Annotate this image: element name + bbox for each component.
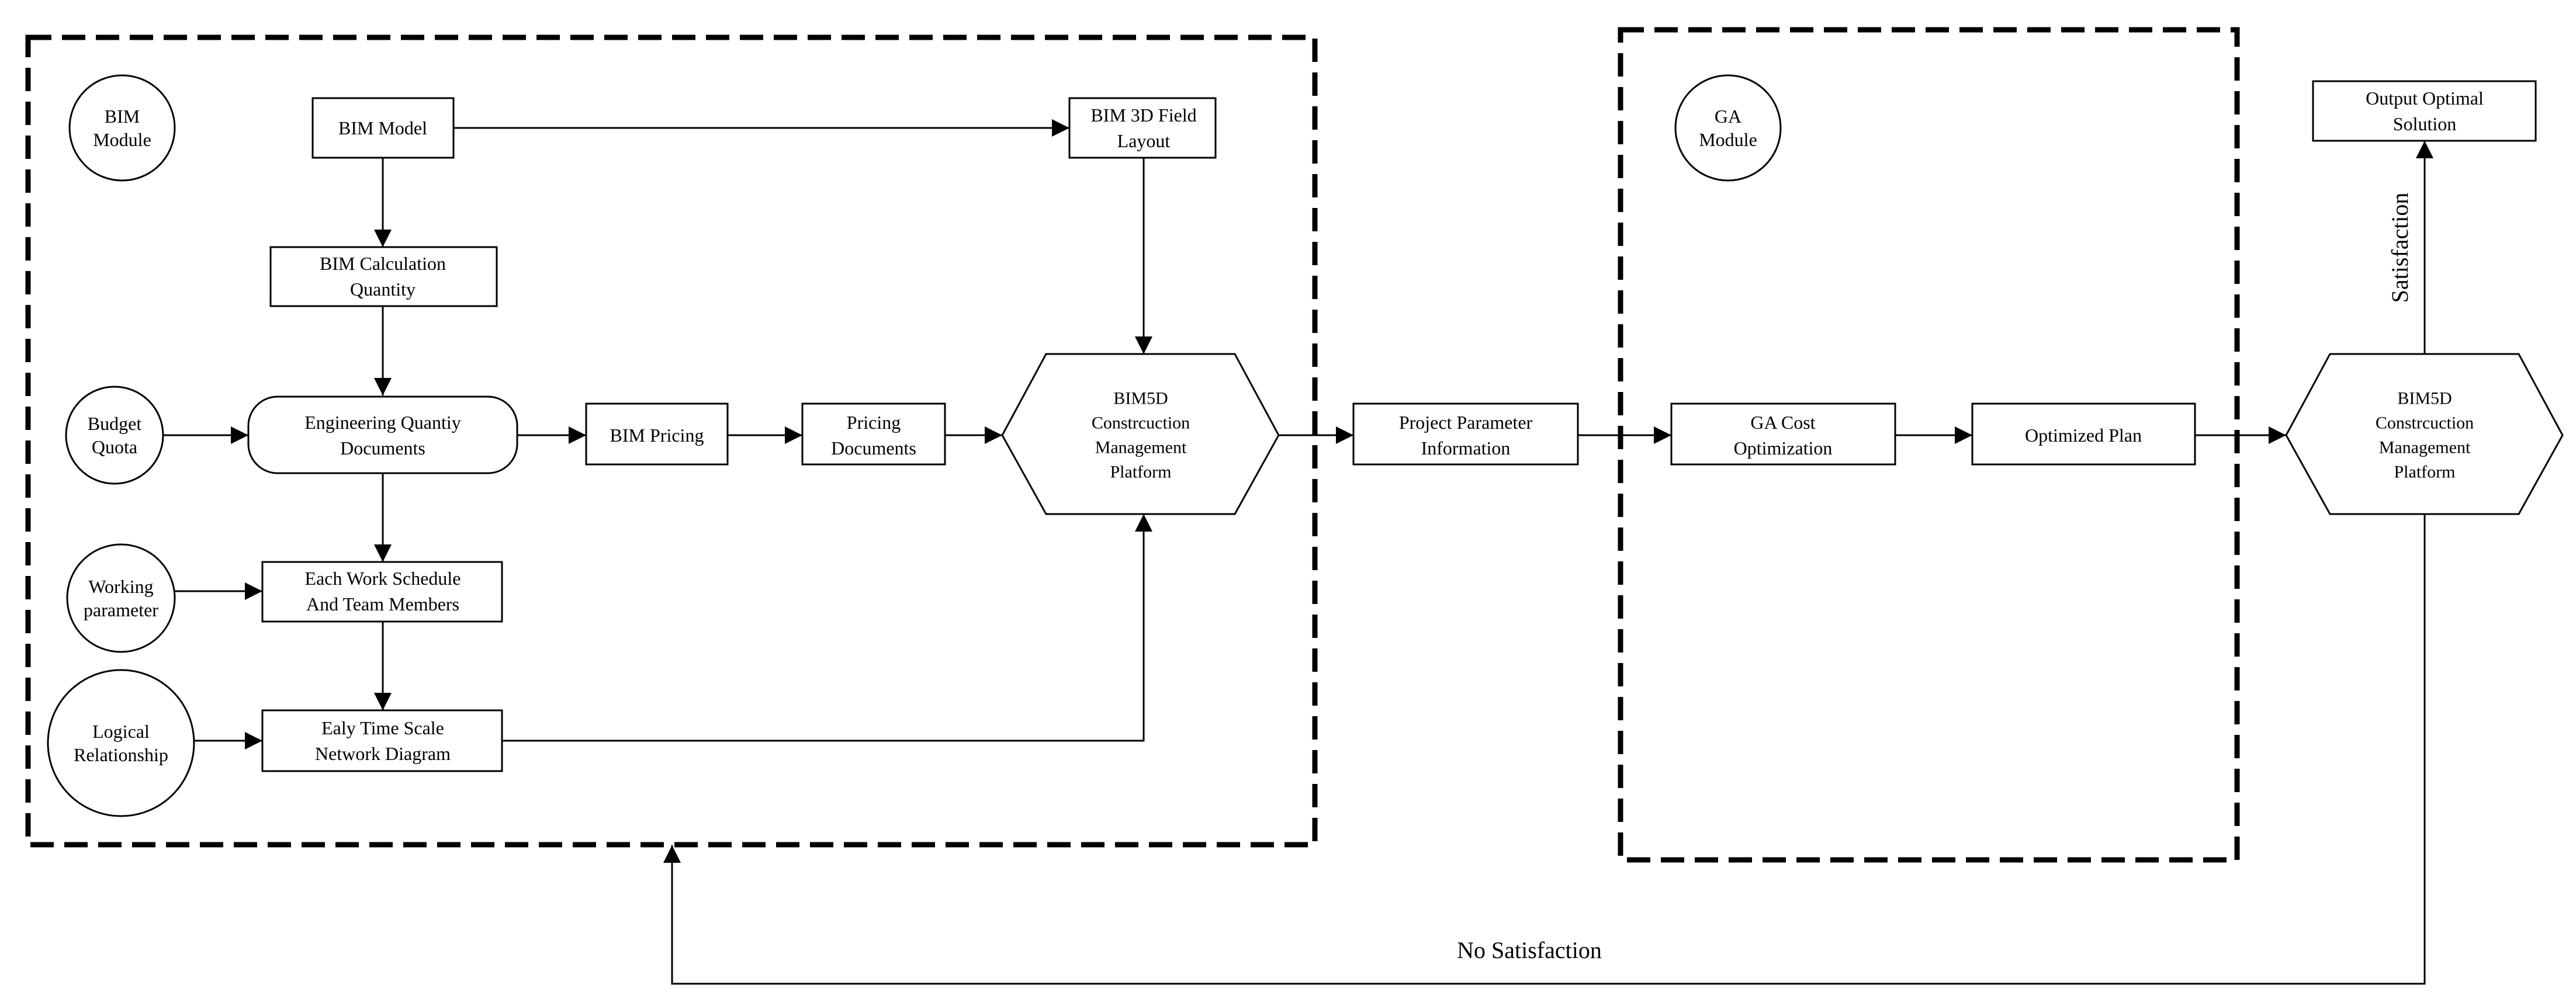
bim-calculation-quantity-node-label-line: Quantity (350, 279, 416, 300)
bim-model-node: BIM Model (311, 97, 455, 159)
logical-relationship-node-label-line: Logical (92, 721, 150, 742)
ga-module-tag-label-line: GA (1715, 106, 1741, 127)
time-scale-network-node-label-line: Network Diagram (315, 743, 451, 764)
bim-3d-field-layout-node-label-line: BIM 3D Field (1090, 105, 1196, 126)
budget-quota-node-label-line: Quota (92, 436, 137, 457)
project-parameter-information-node-label-line: Project Parameter (1399, 412, 1533, 433)
engineering-quantity-documents-node-label-line: Documents (340, 438, 425, 459)
optimized-plan-node: Optimized Plan (1971, 402, 2196, 466)
output-optimal-solution-node-label-line: Solution (2393, 113, 2456, 134)
bim-model-node-label-line: BIM Model (338, 117, 427, 138)
edge-label-satisfaction: Satisfaction (2387, 193, 2413, 303)
bim5d-platform-node-1-label-line: BIM5D (1113, 389, 1168, 408)
pricing-documents-node-label-line: Pricing (847, 412, 901, 433)
edge-label-no-satisfaction: No Satisfaction (1457, 937, 1602, 963)
working-parameter-node-label-line: parameter (84, 599, 158, 620)
edge-no-satisfaction-feedback (663, 514, 2426, 985)
bim5d-platform-node-2-label-line: Platform (2394, 463, 2456, 482)
engineering-quantity-documents-node-label-line: Engineering Quantiy (304, 412, 461, 433)
bim5d-platform-node-2-label-line: Constrcuction (2376, 414, 2474, 433)
edge-time-scale-to-platform-1 (502, 514, 1152, 742)
bim5d-platform-node-1-label-line: Constrcuction (1092, 414, 1190, 433)
bim-module-tag-label-line: Module (93, 129, 151, 150)
bim-calculation-quantity-node-label-line: BIM Calculation (320, 253, 446, 274)
bim-module-tag-label-line: BIM (105, 106, 140, 127)
budget-quota-node-label-line: Budget (88, 413, 142, 434)
work-schedule-node-label-line: And Team Members (306, 594, 459, 615)
time-scale-network-node-label-line: Ealy Time Scale (321, 717, 444, 738)
bim-3d-field-layout-node-label-line: Layout (1117, 130, 1171, 151)
ga-cost-optimization-node-label-line: Optimization (1734, 438, 1833, 459)
optimized-plan-node-label-line: Optimized Plan (2025, 425, 2142, 446)
bim-pricing-node-label-line: BIM Pricing (610, 425, 704, 446)
bim5d-platform-node-1-label-line: Platform (1110, 463, 1172, 482)
bim5d-platform-node-2-label-line: BIM5D (2397, 389, 2452, 408)
bim5d-platform-node-2-label-line: Management (2379, 438, 2471, 457)
ga-module-container (1618, 27, 2240, 863)
edges (163, 119, 2433, 985)
ga-module-tag-label-line: Module (1699, 129, 1757, 150)
output-optimal-solution-node-label-line: Output Optimal (2366, 88, 2484, 109)
project-parameter-information-node-label-line: Information (1421, 438, 1511, 459)
bim-module-container (25, 34, 1318, 848)
logical-relationship-node-label-line: Relationship (74, 744, 168, 765)
bim5d-platform-node-1-label-line: Management (1095, 438, 1187, 457)
pricing-documents-node-label-line: Documents (831, 438, 916, 459)
ga-cost-optimization-node-label-line: GA Cost (1750, 412, 1815, 433)
work-schedule-node-label-line: Each Work Schedule (305, 568, 461, 589)
working-parameter-node-label-line: Working (88, 576, 153, 597)
bim-pricing-node: BIM Pricing (585, 402, 729, 466)
